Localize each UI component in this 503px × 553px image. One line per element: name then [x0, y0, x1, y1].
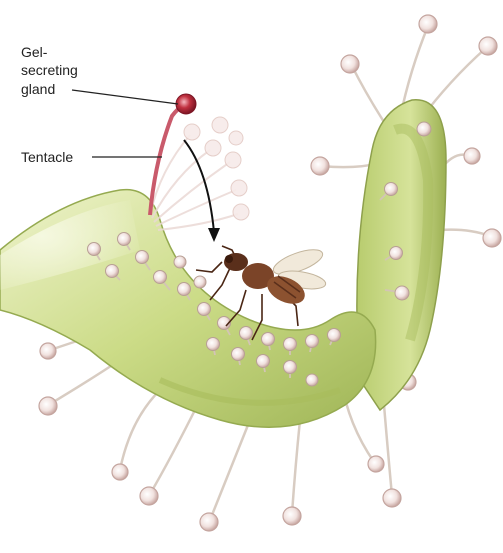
gland-label-line-3: gland	[21, 81, 55, 98]
gland-label-line-2: secreting	[21, 62, 78, 79]
gland-leader-line	[72, 90, 178, 104]
gland-label-line-1: Gel-	[21, 44, 47, 61]
tentacle-label: Tentacle	[21, 149, 73, 166]
gel-secreting-gland	[176, 94, 196, 114]
arrow-head-icon	[208, 228, 220, 242]
bending-gland-heads	[184, 117, 249, 220]
